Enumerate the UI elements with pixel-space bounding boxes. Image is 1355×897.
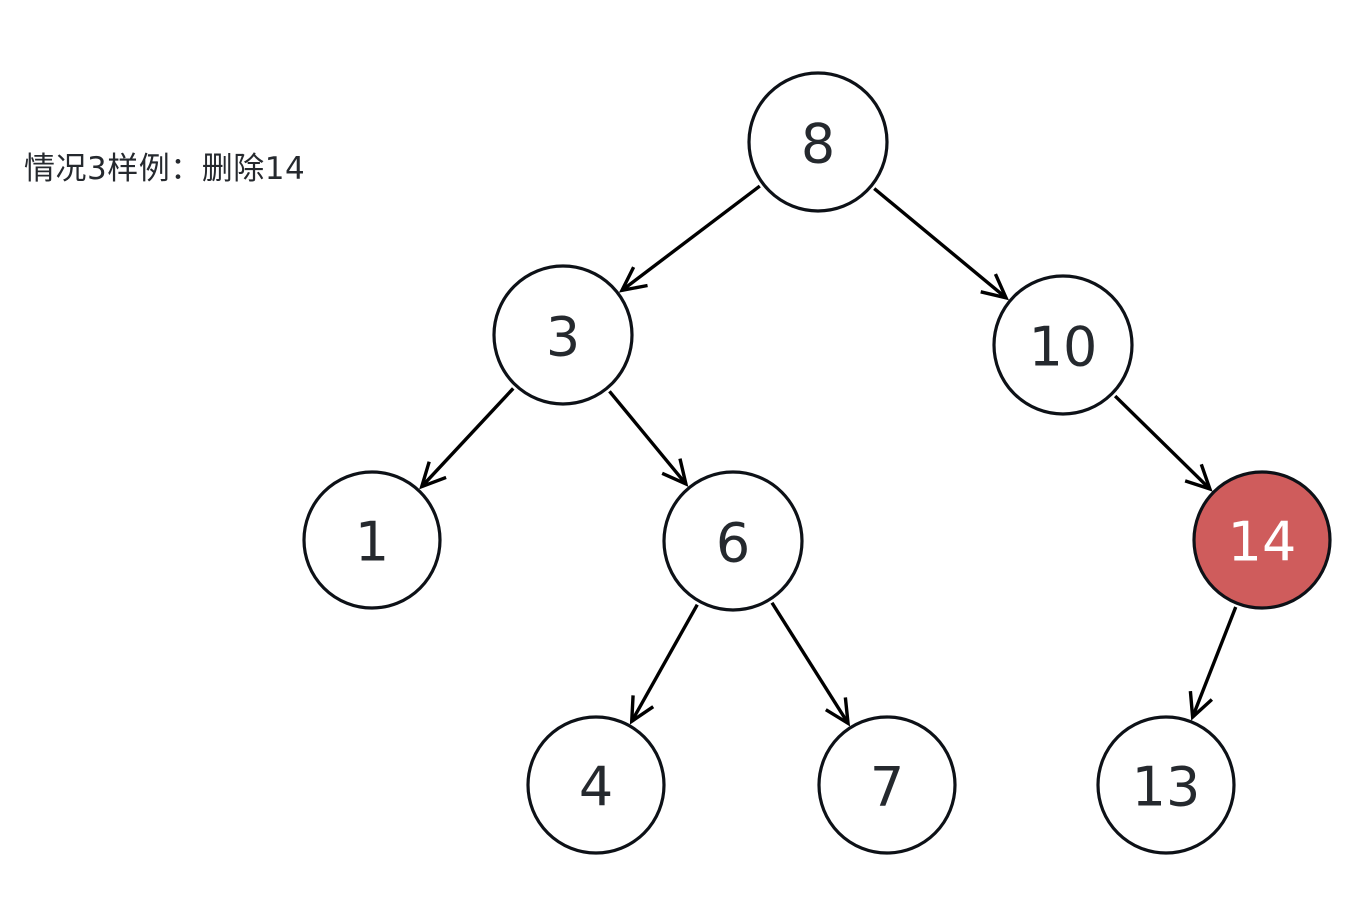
arrowhead-icon: [1188, 690, 1214, 721]
tree-edge: [618, 184, 761, 293]
node-label: 6: [716, 512, 750, 575]
node-label: 7: [870, 756, 904, 819]
tree-edge: [608, 390, 689, 487]
tree-edge: [873, 187, 1009, 301]
node-label: 10: [1029, 316, 1098, 379]
arrowhead-icon: [661, 458, 689, 487]
tree-node-8[interactable]: 8: [747, 71, 889, 213]
arrowhead-icon: [980, 273, 1009, 301]
node-label: 14: [1228, 511, 1297, 574]
tree-edge: [1188, 606, 1238, 721]
arrowhead-icon: [618, 266, 648, 293]
tree-edge: [629, 603, 699, 725]
tree-node-14[interactable]: 14: [1192, 470, 1332, 610]
node-label: 4: [579, 756, 613, 819]
tree-edge: [770, 601, 851, 727]
node-circle[interactable]: [817, 715, 957, 855]
nodes-layer: 8 3 10 1 6 14 4 7 13: [302, 71, 1332, 855]
arrowhead-icon: [629, 695, 655, 725]
node-circle-highlighted[interactable]: [1192, 470, 1332, 610]
node-circle[interactable]: [526, 715, 666, 855]
tree-edge: [1113, 394, 1213, 492]
diagram-caption: 情况3样例：删除14: [24, 151, 306, 187]
tree-node-10[interactable]: 10: [992, 274, 1134, 416]
node-label: 8: [801, 113, 835, 176]
arrowhead-icon: [419, 461, 447, 490]
tree-edge: [419, 387, 515, 490]
tree-node-4[interactable]: 4: [526, 715, 666, 855]
edges-layer: [419, 184, 1238, 727]
node-circle[interactable]: [302, 470, 442, 610]
node-label: 1: [355, 511, 389, 574]
tree-node-1[interactable]: 1: [302, 470, 442, 610]
node-circle[interactable]: [747, 71, 889, 213]
tree-node-3[interactable]: 3: [492, 264, 634, 406]
node-circle[interactable]: [662, 470, 804, 612]
node-circle[interactable]: [492, 264, 634, 406]
arrowhead-icon: [1184, 463, 1213, 492]
node-circle[interactable]: [992, 274, 1134, 416]
node-label: 3: [546, 306, 580, 369]
node-label: 13: [1132, 756, 1201, 819]
tree-node-13[interactable]: 13: [1096, 715, 1236, 855]
arrowhead-icon: [824, 697, 851, 727]
node-circle[interactable]: [1096, 715, 1236, 855]
tree-node-7[interactable]: 7: [817, 715, 957, 855]
tree-node-6[interactable]: 6: [662, 470, 804, 612]
